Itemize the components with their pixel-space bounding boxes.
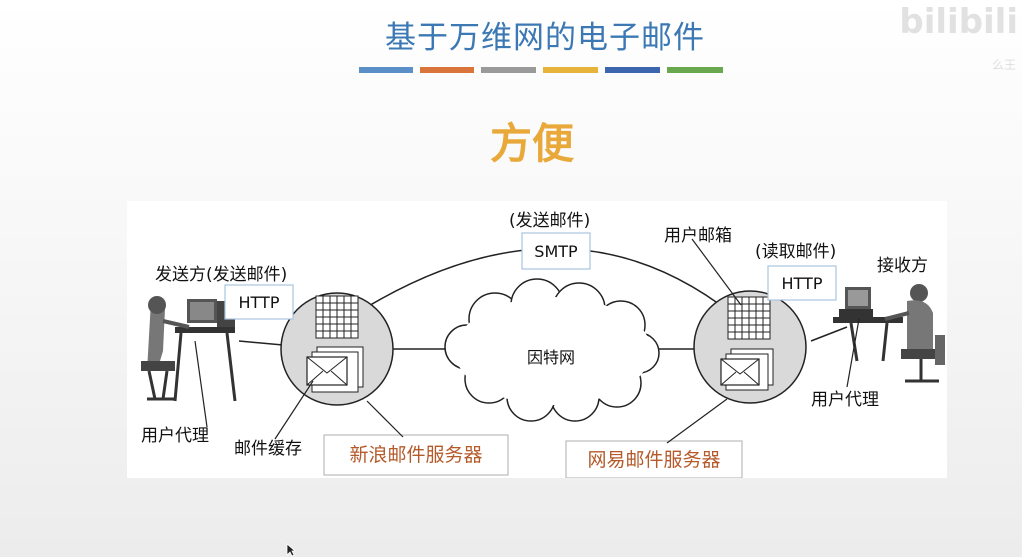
pointer-mail-cache [274, 380, 314, 440]
slide-title: 基于万维网的电子邮件 [385, 20, 705, 56]
sender-computer-icon [141, 296, 237, 402]
sina-mail-cache-envelopes [306, 346, 364, 393]
pointer-mailbox [691, 238, 742, 306]
color-bar-2 [420, 67, 474, 73]
mailbox-label: 用户邮箱 [664, 226, 732, 246]
pointer-user-agent-right [846, 318, 860, 388]
bilibili-logo: bilibili [899, 2, 1018, 42]
user-agent-right-label: 用户代理 [811, 390, 879, 410]
sina-server-label: 新浪邮件服务器 [349, 444, 482, 466]
http-left-box [224, 284, 294, 320]
read-mail-label: (读取邮件) [755, 242, 836, 262]
color-bar-3 [481, 67, 536, 73]
smtp-box [521, 232, 591, 270]
slide-subtitle: 方便 [490, 119, 575, 168]
netease-server-box [565, 440, 743, 479]
watermark-sub: 么王 [991, 58, 1016, 72]
pointer-netease-server [666, 398, 728, 444]
sina-mailbox-grid [315, 295, 359, 339]
sender-label: 发送方(发送邮件) [155, 265, 287, 285]
http-left-label: HTTP [239, 293, 280, 312]
smtp-label: SMTP [534, 242, 578, 261]
internet-label: 因特网 [527, 348, 575, 367]
color-bar-4 [543, 67, 598, 73]
pointer-user-agent-left [194, 340, 208, 428]
netease-mail-envelopes [720, 348, 774, 391]
internet-cloud-fill [455, 297, 651, 405]
pointer-sina-server [366, 400, 404, 438]
diagram-panel: 因特网 [127, 201, 947, 479]
netease-server-label: 网易邮件服务器 [587, 449, 720, 471]
color-bar-1 [359, 67, 413, 73]
mouse-cursor-icon [286, 543, 296, 557]
email-diagram: 因特网 [141, 211, 945, 479]
color-bar-6 [667, 67, 723, 73]
http-right-label: HTTP [782, 274, 823, 293]
netease-mailbox-grid [727, 296, 771, 340]
sina-server-box [323, 434, 509, 476]
send-mail-label: (发送邮件) [509, 211, 590, 231]
receiver-computer-icon [833, 284, 945, 383]
user-agent-left-label: 用户代理 [141, 426, 209, 446]
http-right-box [767, 265, 837, 301]
receiver-label: 接收方 [877, 256, 928, 276]
color-bar-5 [605, 67, 660, 73]
mail-cache-label: 邮件缓存 [234, 439, 302, 459]
link-netease-receiver [810, 326, 848, 342]
link-sender-server [238, 340, 284, 346]
